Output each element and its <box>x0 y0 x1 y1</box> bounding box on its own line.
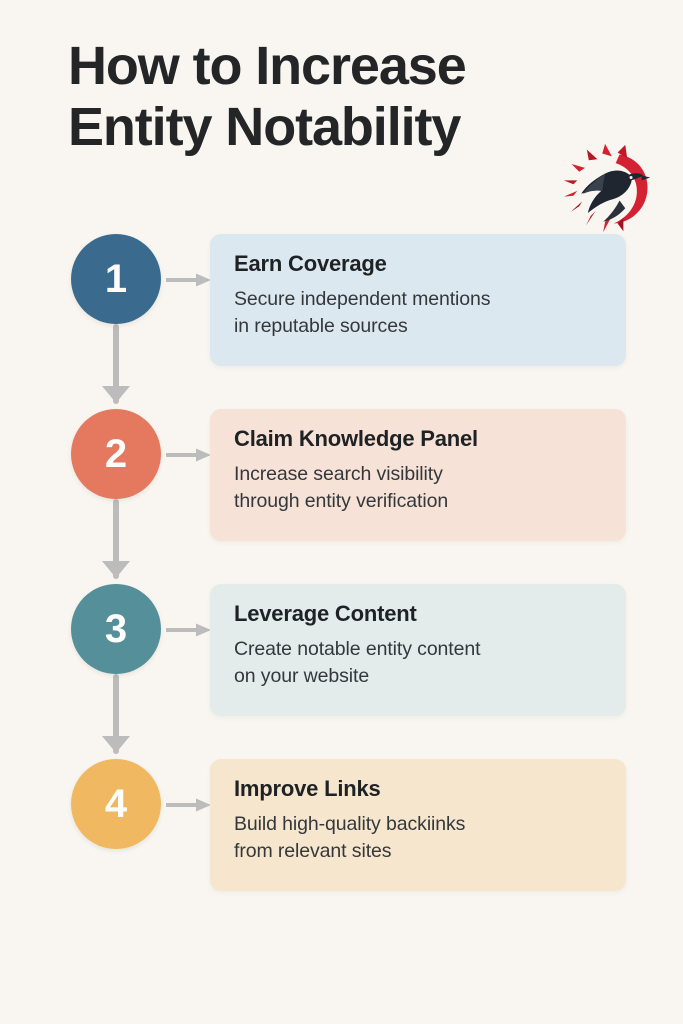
step-card-title-1: Earn Coverage <box>234 251 387 276</box>
step-card-desc-line-1-1: Secure independent mentions <box>234 288 491 311</box>
step-4: 4 Improve Links Build high-quality backi… <box>0 759 683 934</box>
connector-line-3 <box>113 674 119 754</box>
step-card-desc-3: Create notable entity content on your we… <box>234 636 602 689</box>
arrow-right-icon-3 <box>166 623 212 637</box>
step-card-title-4: Improve Links <box>234 776 381 801</box>
page-title-line-1: How to Increase <box>68 36 467 96</box>
step-card-desc-line-2-1: Increase search visibility <box>234 463 443 486</box>
step-number-label-3: 3 <box>104 606 128 651</box>
step-card-desc-1: Secure independent mentions in reputable… <box>234 286 602 339</box>
arrow-right-icon-2 <box>166 448 212 462</box>
connector-line-2 <box>113 499 119 579</box>
arrow-right-icon-1 <box>166 273 212 287</box>
step-1: 1 Earn Coverage Secure independent menti… <box>0 234 683 409</box>
step-card-desc-2: Increase search visibility through entit… <box>234 461 602 514</box>
step-number-badge-3[interactable]: 3 <box>71 584 161 674</box>
page-title: How to Increase Entity Notability <box>68 36 588 158</box>
step-card-title-2: Claim Knowledge Panel <box>234 426 478 451</box>
steps-flow: 1 Earn Coverage Secure independent menti… <box>0 234 683 934</box>
step-card-desc-line-3-2: on your website <box>234 664 370 687</box>
step-card-1[interactable]: Earn Coverage Secure independent mention… <box>210 234 626 366</box>
step-card-desc-line-3-1: Create notable entity content <box>234 638 481 661</box>
connector-arrow-down-3 <box>102 736 130 753</box>
step-number-badge-1[interactable]: 1 <box>71 234 161 324</box>
page-title-line-2: Entity Notability <box>68 97 461 158</box>
connector-line-1 <box>113 324 119 404</box>
connector-arrow-down-1 <box>102 386 130 403</box>
page-header: How to Increase Entity Notability <box>68 36 668 233</box>
step-number-label-1: 1 <box>104 256 128 301</box>
step-card-desc-line-1-2: in reputable sources <box>234 314 408 337</box>
step-number-badge-4[interactable]: 4 <box>71 759 161 849</box>
step-card-3[interactable]: Leverage Content Create notable entity c… <box>210 584 626 716</box>
step-3: 3 Leverage Content Create notable entity… <box>0 584 683 759</box>
step-2: 2 Claim Knowledge Panel Increase search … <box>0 409 683 584</box>
step-card-desc-line-2-2: through entity verification <box>234 489 449 512</box>
step-number-label-4: 4 <box>104 781 128 826</box>
raven-crescent-logo-icon <box>560 141 656 237</box>
step-number-label-2: 2 <box>104 431 128 476</box>
step-card-desc-line-4-1: Build high-quality backiinks <box>234 813 466 836</box>
step-card-desc-4: Build high-quality backiinks from releva… <box>234 811 602 864</box>
step-card-4[interactable]: Improve Links Build high-quality backiin… <box>210 759 626 891</box>
step-number-badge-2[interactable]: 2 <box>71 409 161 499</box>
arrow-right-icon-4 <box>166 798 212 812</box>
step-card-title-3: Leverage Content <box>234 601 417 626</box>
connector-arrow-down-2 <box>102 561 130 578</box>
step-card-desc-line-4-2: from relevant sites <box>234 839 392 862</box>
step-card-2[interactable]: Claim Knowledge Panel Increase search vi… <box>210 409 626 541</box>
